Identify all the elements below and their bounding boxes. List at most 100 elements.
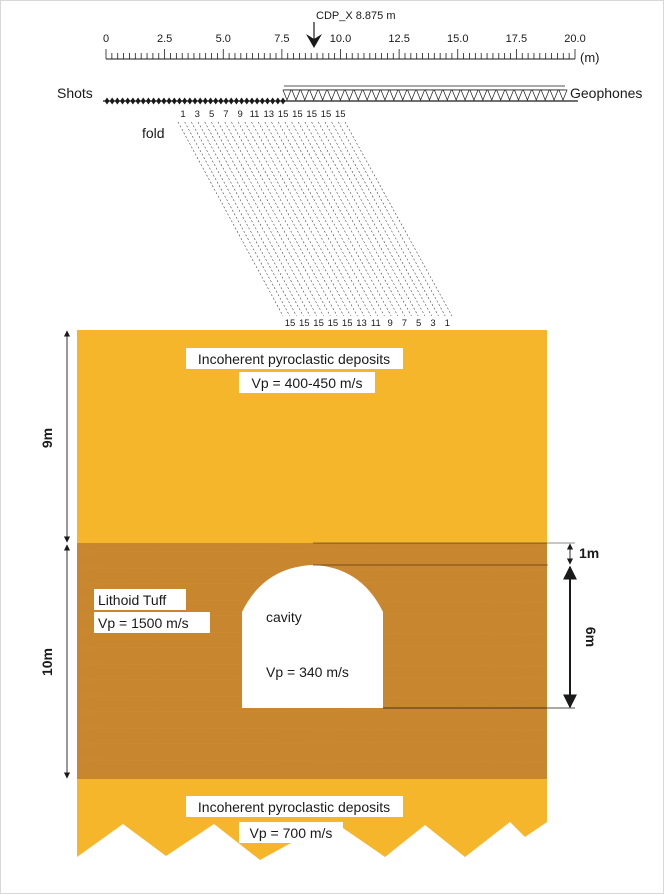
geophone bbox=[282, 89, 292, 101]
fold-ray-line bbox=[331, 121, 439, 317]
fold-count: 13 bbox=[356, 318, 367, 329]
fold-ray-line bbox=[251, 121, 358, 317]
fold-ray-line bbox=[257, 121, 365, 317]
shot-point bbox=[239, 97, 245, 105]
shot-point bbox=[171, 97, 177, 105]
fold-count: 15 bbox=[321, 109, 332, 120]
fold-ray-line bbox=[217, 121, 324, 317]
scale-tick-label: 7.5 bbox=[274, 33, 289, 45]
fold-ray-line bbox=[284, 121, 392, 317]
fold-count: 11 bbox=[371, 318, 381, 329]
fold-ray-line bbox=[311, 121, 419, 317]
fold-ray-line bbox=[197, 121, 304, 317]
fold-count: 15 bbox=[285, 318, 296, 329]
fold-ray-line bbox=[338, 121, 446, 317]
geophone bbox=[531, 89, 541, 101]
shot-point bbox=[208, 97, 214, 105]
cavity-height-dimension: 6m bbox=[563, 565, 599, 709]
fold-ray-line bbox=[318, 121, 426, 317]
shot-point bbox=[213, 97, 219, 105]
fold-count: 15 bbox=[306, 109, 317, 120]
layer2-label: Lithoid Tuff Vp = 1500 m/s bbox=[94, 589, 210, 633]
cavity-height-label: 6m bbox=[583, 627, 599, 647]
geophone bbox=[291, 89, 301, 101]
fold-count: 7 bbox=[402, 318, 407, 329]
fold-ray-line bbox=[231, 121, 338, 317]
shot-point bbox=[264, 97, 270, 105]
geophone bbox=[451, 89, 461, 101]
fold-ray-line bbox=[264, 121, 372, 317]
geophone bbox=[398, 89, 408, 101]
layer-pyroclastic-lower bbox=[77, 779, 547, 860]
fold-count: 5 bbox=[209, 109, 214, 120]
fold-ray-line bbox=[191, 121, 297, 317]
geophone bbox=[424, 89, 434, 101]
scale-tick-label: 15.0 bbox=[447, 33, 468, 45]
fold-ray-line bbox=[324, 121, 432, 317]
fold-count: 13 bbox=[264, 109, 275, 120]
geophone bbox=[326, 89, 337, 101]
fold-ray-line bbox=[244, 121, 351, 317]
shot-point bbox=[114, 97, 120, 105]
scale-tick-label: 17.5 bbox=[506, 33, 527, 45]
shot-point bbox=[120, 97, 126, 105]
fold-count: 11 bbox=[250, 109, 260, 120]
layer3-name-box bbox=[186, 796, 403, 817]
geophone bbox=[416, 89, 426, 101]
fold-count: 15 bbox=[328, 318, 339, 329]
shot-point bbox=[202, 97, 208, 105]
cavity-name: cavity bbox=[266, 609, 302, 625]
fold-ray-line bbox=[291, 121, 399, 317]
fold-ray-line bbox=[271, 121, 378, 317]
layer2-velocity: Vp = 1500 m/s bbox=[98, 615, 189, 631]
shot-point bbox=[161, 97, 167, 105]
fold-count: 1 bbox=[180, 109, 185, 120]
shot-point bbox=[223, 97, 229, 105]
geophone bbox=[442, 89, 452, 101]
scale-tick-label: 20.0 bbox=[564, 33, 585, 45]
layer3-velocity: Vp = 700 m/s bbox=[250, 825, 333, 841]
geophone bbox=[522, 89, 532, 101]
shot-point bbox=[218, 97, 224, 105]
shot-point bbox=[197, 97, 203, 105]
tuff-texture-line bbox=[79, 759, 545, 763]
shot-point bbox=[104, 97, 110, 105]
scale-tick-label: 2.5 bbox=[157, 33, 172, 45]
scale-tick-label: 5.0 bbox=[216, 33, 231, 45]
scale-tick-label: 12.5 bbox=[388, 33, 409, 45]
geophone bbox=[487, 89, 497, 101]
thickness-dimension-layer1: 9m bbox=[39, 330, 71, 543]
cavity-depth-dimension: 1m bbox=[566, 543, 599, 565]
layer3-name: Incoherent pyroclastic deposits bbox=[198, 799, 390, 815]
cavity-label: cavity Vp = 340 m/s bbox=[266, 609, 349, 680]
geophone bbox=[496, 89, 506, 101]
layer1-velocity-box bbox=[239, 372, 375, 393]
geophone bbox=[318, 89, 328, 101]
shot-point bbox=[166, 97, 172, 105]
geophone bbox=[478, 89, 488, 101]
shot-point bbox=[249, 97, 255, 105]
geophone bbox=[344, 89, 354, 101]
shot-point bbox=[233, 97, 239, 105]
geophone bbox=[460, 89, 470, 101]
shot-point bbox=[156, 97, 162, 105]
geophone bbox=[380, 89, 390, 101]
shot-point bbox=[192, 97, 198, 105]
fold-ray-line bbox=[277, 121, 385, 317]
tuff-texture-line bbox=[79, 709, 545, 713]
layer1-label: Incoherent pyroclastic deposits Vp = 400… bbox=[186, 348, 403, 393]
fold-count: 15 bbox=[299, 318, 310, 329]
layer1-velocity: Vp = 400-450 m/s bbox=[252, 375, 363, 391]
scale-minor-ticks bbox=[105, 49, 576, 59]
shot-point bbox=[135, 97, 141, 105]
shot-point bbox=[187, 97, 193, 105]
geophone bbox=[540, 89, 550, 101]
tuff-texture-line bbox=[79, 741, 545, 745]
fold-count: 15 bbox=[313, 318, 324, 329]
fold-ray-line bbox=[237, 121, 345, 317]
shot-point bbox=[280, 97, 286, 105]
scale-tick-label: 10.0 bbox=[330, 33, 351, 45]
